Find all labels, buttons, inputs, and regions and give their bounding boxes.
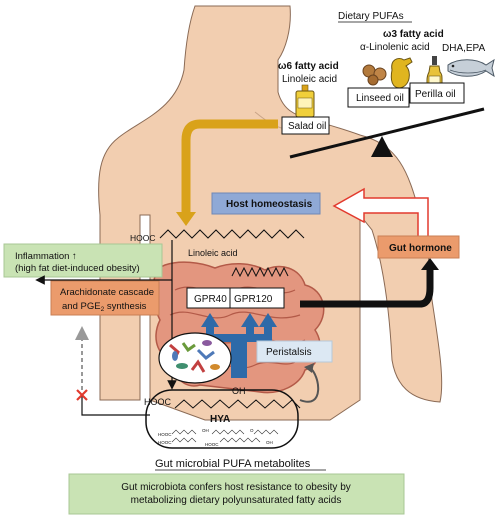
linoleic-acid-small-label: Linoleic acid [282, 74, 337, 85]
dietary-intake-arrow [181, 119, 278, 212]
receptor-membrane-zigzag [231, 266, 289, 278]
metabolites-title: Gut microbial PUFA metabolites [155, 458, 311, 470]
svg-text:HOOC: HOOC [205, 442, 219, 447]
svg-text:HOOC: HOOC [158, 432, 172, 437]
inflammation-line2: (high fat diet-induced obesity) [15, 263, 140, 274]
arachidonate-line2: and PGE2 synthesis [62, 301, 147, 313]
inflammation-box [3, 243, 163, 278]
gut-hormone-box [377, 235, 460, 259]
linoleic-acid-structure [159, 229, 305, 239]
arachidonate-line1: Arachidonate cascade [60, 287, 154, 298]
perilla-oil-label: Perilla oil [415, 89, 456, 100]
svg-text:O: O [250, 428, 254, 433]
salad-oil-box [281, 116, 330, 135]
oil-jug-icon [390, 57, 413, 89]
peristalsis-arrow [299, 367, 320, 403]
summary-line1: Gut microbiota confers host resistance t… [121, 482, 351, 493]
alpha-linolenic-label: α-Linolenic acid [360, 42, 430, 53]
linoleic-acid-label: Linoleic acid [188, 248, 238, 258]
dietary-intake-arrowhead [176, 212, 196, 226]
host-homeostasis-box [211, 192, 321, 215]
mini-metabolite-structures: HOOC OH O HOOC HOOC OH [158, 428, 279, 447]
gpr120-label: GPR120 [234, 294, 273, 305]
dietary-pufas-title: Dietary PUFAs [338, 11, 404, 22]
hya-structure [174, 399, 301, 409]
gpr-to-hormone-arrow [300, 270, 434, 308]
red-x-icon [76, 389, 88, 401]
salad-oil-bottle-icon [295, 84, 315, 118]
fish-icon [447, 58, 495, 78]
hooc-bottom-label: HOOC [144, 397, 172, 407]
gpr120-box [229, 287, 285, 309]
summary-box [68, 473, 405, 515]
svg-text:OH: OH [202, 428, 209, 433]
linseed-oil-label: Linseed oil [356, 93, 404, 104]
gut-microbe-cluster [158, 332, 232, 384]
walnut-icon [362, 64, 387, 86]
peristalsis-label: Peristalsis [266, 347, 312, 358]
host-homeostasis-label: Host homeostasis [226, 199, 313, 210]
bacteria-icon [169, 340, 220, 373]
inflammation-line1: Inflammation ↑ [15, 251, 77, 262]
dha-epa-label: DHA,EPA [442, 43, 485, 54]
omega6-heading: ω6 fatty acid [278, 61, 339, 72]
hya-inhibition-line [81, 394, 150, 416]
hooc-top-label: HOOC [130, 233, 156, 243]
linseed-oil-box [347, 87, 410, 108]
hormone-to-homeostasis-arrow [332, 187, 429, 245]
seesaw-scale [289, 107, 485, 159]
gut-hormone-label: Gut hormone [389, 243, 452, 254]
hya-label: HYA [210, 414, 230, 425]
peristalsis-box [256, 340, 333, 363]
hya-to-gpr-arrows [201, 313, 277, 378]
svg-text:OH: OH [266, 440, 273, 445]
gpr40-label: GPR40 [194, 294, 227, 305]
summary-line2: metabolizing dietary polyunsaturated fat… [131, 495, 342, 506]
svg-text:HOOC: HOOC [158, 440, 172, 445]
omega3-heading: ω3 fatty acid [383, 29, 444, 40]
arachidonate-box [50, 280, 160, 316]
oh-label: OH [232, 386, 246, 396]
perilla-oil-box [409, 82, 465, 104]
metabolite-capsule [145, 389, 299, 449]
salad-oil-label: Salad oil [288, 121, 326, 132]
